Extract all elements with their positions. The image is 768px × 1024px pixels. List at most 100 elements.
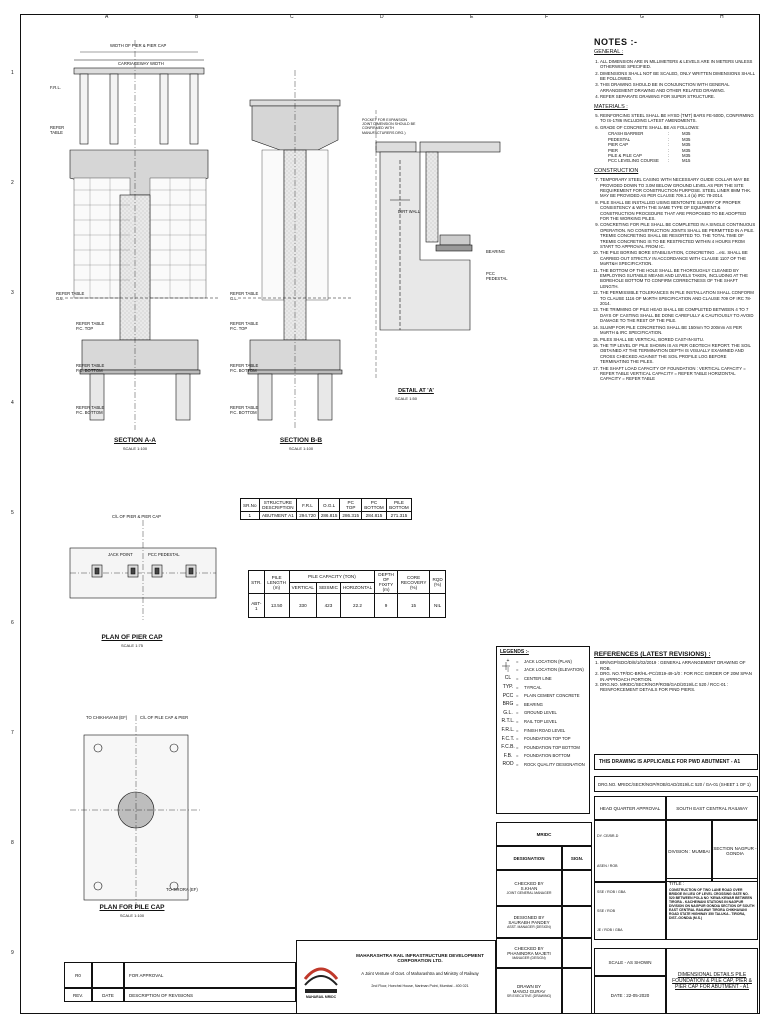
table-subheader: HORIZONTAL [339, 581, 376, 594]
plan-pile-cap-caption: PLAN FOR PILE CAP [99, 904, 165, 911]
table-cell: ABUTMENT A1 [258, 511, 298, 520]
grade-row: PILE & PILE CAP:M35 [608, 152, 691, 158]
note-item: TEMPORARY STEEL CASING WITH NECESSARY GU… [600, 177, 756, 199]
table-header-row: STR. PILE LENGTH (m) PILE CAPACITY (TON)… [248, 570, 446, 594]
table-header: PILE CAPACITY (TON) [288, 570, 376, 583]
designed-by-role: ASST. MANAGER (DESIGN) [507, 925, 551, 929]
table-cell: 423 [316, 593, 341, 618]
detail-a-scale: SCALE 1:50 [394, 396, 417, 401]
plan-pile-cap-scale: SCALE 1:100 [119, 913, 145, 918]
bearing-label: BEARING [486, 249, 505, 254]
table-cell: 271.315 [385, 511, 413, 520]
table-cell: 284.815 [361, 511, 387, 520]
note-item: THE BOTTOM OF THE HOLE SHALL BE THOROUGH… [600, 268, 756, 290]
company-address: 2nd Floor, Hoechst House, Nariman Point,… [371, 984, 469, 988]
mridc-label: MRIDC [496, 822, 592, 846]
rev-r0: R0 [64, 962, 92, 988]
grade-row: CRASH BARRIER:M35 [608, 131, 691, 137]
grid-number: 4 [11, 400, 14, 406]
bb-pc-bottom-label: REFER TABLE P.C. BOTTOM [230, 363, 259, 373]
checked-by-2: CHECKED BY PHANINDRA MAJETI MANAGER (DES… [496, 938, 562, 968]
bb-gl-label: REFER TABLE G.L. [230, 291, 259, 301]
reference-item: DRG. NO.TP/DC-BR/HL-PC/2019-49-1/0 : FOR… [600, 671, 756, 682]
drawn-by: DRAWN BY MANOJ GURAV SR.EXECUTIVE (DRAWI… [496, 968, 562, 1014]
dirt-wall-label: DIRT WALL [398, 209, 421, 214]
plan-pier-cap-scale: SCALE 1:75 [120, 643, 143, 648]
rev-header: REV. [64, 988, 92, 1002]
table-subheader: SEISMIC [316, 581, 341, 594]
grid-number: 6 [11, 620, 14, 626]
note-item: THIS DRAWING SHOULD BE IN CONJUNCTION WI… [600, 82, 756, 93]
legend-item: CL=CENTER LINE [504, 675, 552, 682]
note-item: THE SHAFT LOAD CAPACITY OF FOUNDATION : … [600, 366, 756, 382]
railway-name: SOUTH EAST CENTRAL RAILWAY [666, 796, 758, 820]
reference-item: BR/NGP/SDO/D/8/1/02/2019 : GENERAL ARRAN… [600, 660, 756, 671]
legends-box: LEGENDS :- +=JACK LOCATION (PLAN) |=JACK… [496, 646, 590, 814]
grid-letter: B [195, 14, 199, 20]
note-item: SLUMP FOR PILE CONCRETING SHALL BE 150mm… [600, 325, 756, 336]
detail-a-caption: DETAIL AT 'A' [398, 388, 434, 394]
drawing-number: DRG.NO. MRIDC/SECR/NGP/ROB/GAD/2019/LC 5… [594, 776, 758, 792]
designation-header: DESIGNATION [496, 846, 562, 870]
table-cell: 15 [396, 593, 431, 618]
sign-row: SSE / ROB / GBA [597, 890, 626, 895]
table-header: PC TOP [339, 498, 363, 512]
table-subheader: VERTICAL [288, 581, 318, 594]
notes-panel: NOTES :- GENERAL : ALL DIMENSION ARE IN … [594, 37, 756, 383]
sign-cell [562, 968, 592, 1014]
pile-capacity-table: STR. PILE LENGTH (m) PILE CAPACITY (TON)… [248, 570, 446, 618]
date-header: DATE [92, 988, 124, 1002]
table-cell: 1 [240, 511, 260, 520]
table-header: F.R.L [296, 498, 319, 512]
legend-item: F.R.L.=FINISH ROAD LEVEL [501, 727, 566, 734]
level-table: SR.No STRUCTURE DESCRIPTION F.R.L O.G.L … [240, 498, 413, 520]
grid-number: 5 [11, 510, 14, 516]
legend-item: F.C.B.=FOUNDATION TOP BOTTOM [501, 744, 580, 751]
grade-row: PCC LEVELING COURSE:M15 [608, 158, 691, 164]
grade-row: PEDESTAL:M35 [608, 136, 691, 142]
date-box: DATE : 22-05-2020 [594, 976, 666, 1014]
section-bb-scale: SCALE 1:100 [288, 446, 314, 451]
table-header: STR. [248, 570, 265, 594]
company-info: MAHARASHTRA RAIL INFRASTRUCTURE DEVELOPM… [345, 941, 495, 988]
note-item: THE PERMISSIBLE TOLERANCES IN PILE INSTA… [600, 290, 756, 306]
applicability-note: THIS DRAWING IS APPLICABLE FOR PWD ABUTM… [594, 754, 758, 770]
pocket-label: POCKET FOR EXPANSION JOINT DIMENSION SHO… [362, 118, 416, 135]
references-panel: REFERENCES (LATEST REVISIONS) : BR/NGP/S… [594, 651, 756, 693]
table-cell: 330 [288, 593, 318, 618]
drawn-by-role: SR.EXECUTIVE (DRAWING) [506, 994, 552, 998]
to-chikhavani-label: TO CHIKHAVANI (EF) [86, 715, 128, 720]
table-cell: 286.815 [317, 511, 341, 520]
table-header: CORE RECOVERY (%) [396, 570, 431, 594]
approval-signatures: DY. CE/BR-D ASEN / ROB [594, 820, 666, 882]
detail-a-drawing [375, 110, 501, 380]
legend-item: PCC=PLAIN CEMENT CONCRETE [502, 692, 580, 699]
note-item: THE PILE BORING BORE STABILISATION, CONC… [600, 250, 756, 266]
sign-row: JE / ROB / GBA [597, 927, 623, 932]
grid-letter: G [640, 14, 644, 20]
table-cell: 294.720 [296, 511, 319, 520]
scale-box: SCALE - AS SHOWN [594, 948, 666, 976]
note-item: PILE SHALL BE INSTALLED USING BENTONITE … [600, 200, 756, 222]
checked-by-1: CHECKED BY S.KHAN JOINT GENERAL MANAGER [496, 870, 562, 906]
references-title: REFERENCES (LATEST REVISIONS) : [594, 651, 711, 658]
grid-letter: D [380, 14, 384, 20]
jack-point-label: JACK POINT [108, 552, 133, 557]
sign-cell [562, 938, 592, 968]
logo-text: MAHARAIL MRIDC [305, 995, 337, 999]
checked-by-role: JOINT GENERAL MANAGER [506, 891, 552, 895]
sign-row: ASEN / ROB [597, 864, 618, 868]
note-item: PILES SHALL BE VERTICAL, BORED CAST-IN-S… [600, 337, 756, 342]
checked-by-name: CHECKED BY S.KHAN [514, 881, 544, 891]
note-item: THE TIP LEVEL OF PILE SHOWN IS AS PER GE… [600, 343, 756, 365]
note-item: DIMENSIONS SHALL NOT BE SCALED, ONLY WRI… [600, 71, 756, 82]
table-row: ABT-1 13.50 330 423 22.2 9 15 NIL [248, 593, 446, 618]
approval-signatures-2: SSE / ROB / GBA SSE / ROB JE / ROB / GBA [594, 882, 666, 940]
rev-r0-date [92, 962, 124, 988]
pedestal-label: PCC PEDESTAL [148, 552, 180, 557]
plan-pile-cap-drawing [70, 715, 200, 910]
legend-item: |=JACK LOCATION (ELEVATION) [507, 666, 584, 673]
grade-row: PIER:M35 [608, 147, 691, 153]
to-tirora-label: TO TIRORA (EF) [166, 887, 198, 892]
